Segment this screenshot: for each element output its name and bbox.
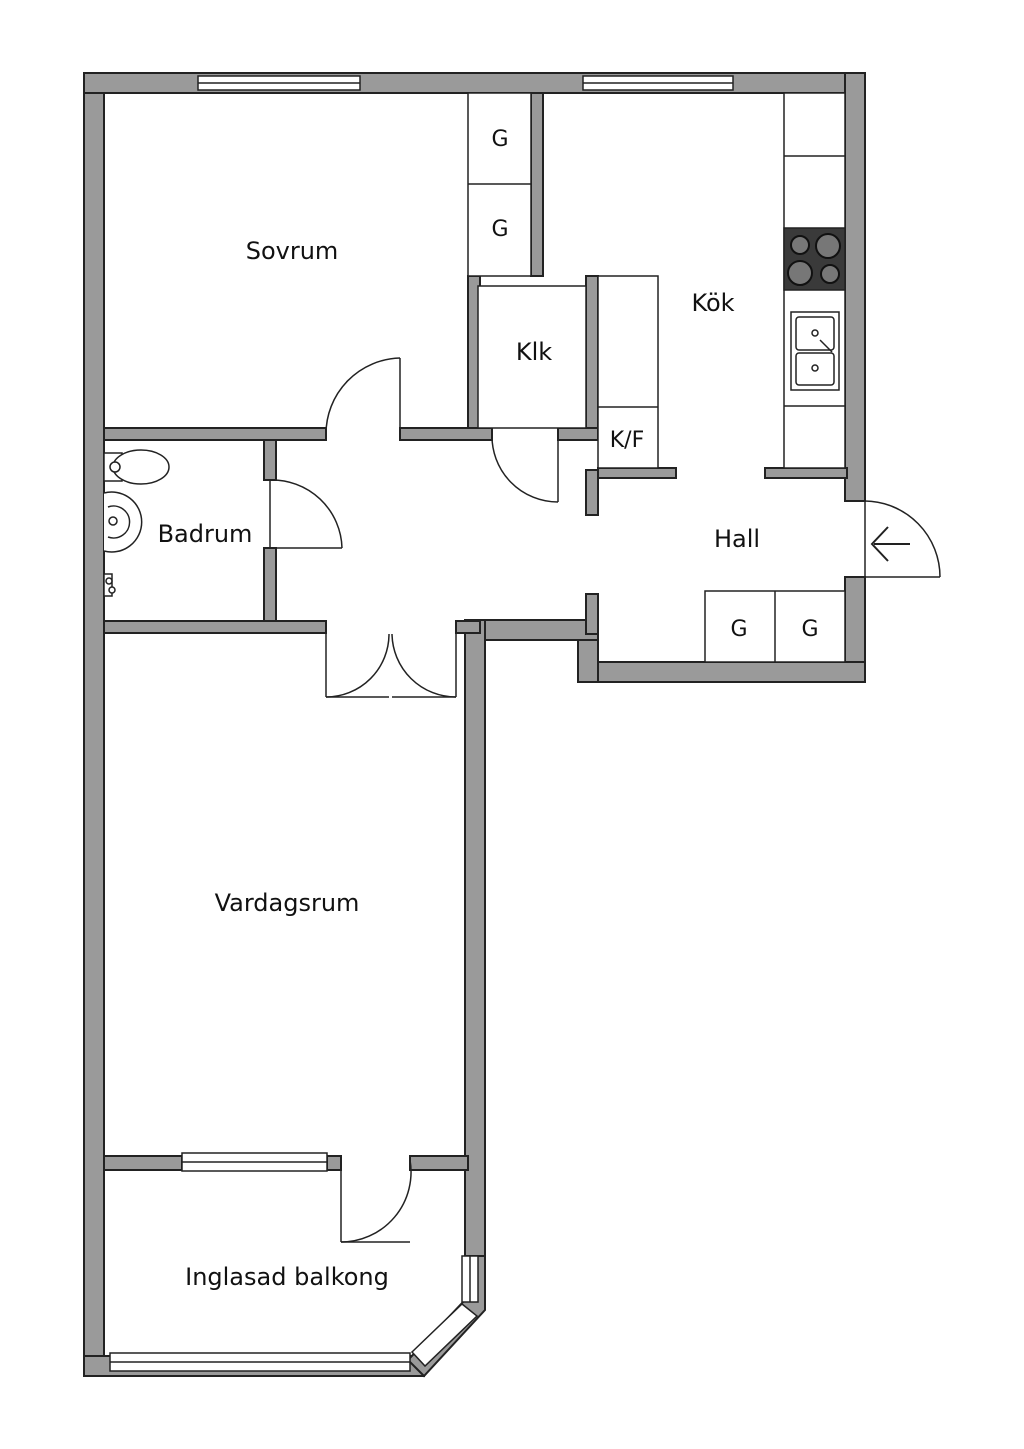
label-hall: Hall xyxy=(714,525,760,553)
sink-icon xyxy=(790,311,840,391)
doors xyxy=(269,357,941,1243)
entrance-arrow-icon xyxy=(870,526,910,562)
label-kok: Kök xyxy=(691,289,734,317)
closet-labels: G G G G xyxy=(491,127,818,642)
label-kf: K/F xyxy=(610,428,645,453)
washbasin-icon xyxy=(103,491,143,553)
label-sovrum: Sovrum xyxy=(246,237,339,265)
fixtures xyxy=(103,92,846,663)
closet-label: G xyxy=(491,217,508,242)
windows xyxy=(109,75,734,1372)
closet-label: G xyxy=(730,617,747,642)
room-labels: Sovrum Kök Klk K/F Badrum Hall Vardagsru… xyxy=(158,237,760,1291)
label-klk: Klk xyxy=(516,338,552,366)
label-vardagsrum: Vardagsrum xyxy=(215,889,360,917)
toilet-icon xyxy=(103,449,170,485)
label-balkong: Inglasad balkong xyxy=(185,1263,389,1291)
label-badrum: Badrum xyxy=(158,520,253,548)
closet-label: G xyxy=(801,617,818,642)
closet-label: G xyxy=(491,127,508,152)
shower-icon xyxy=(103,573,116,597)
